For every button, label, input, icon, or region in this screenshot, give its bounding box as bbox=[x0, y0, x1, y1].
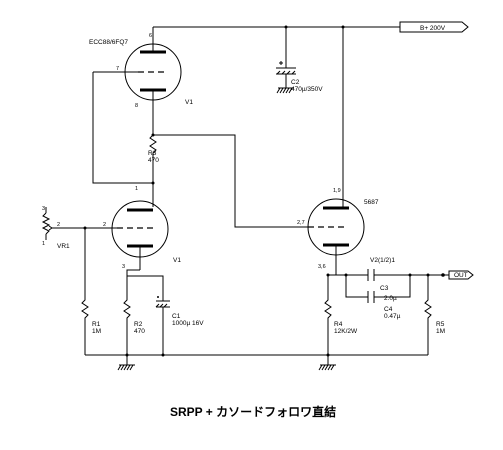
pin-label: 1 bbox=[42, 241, 45, 247]
r2-ref: R2 bbox=[134, 321, 143, 328]
tube-ref-label: V1 bbox=[173, 257, 181, 264]
r5-ref: R5 bbox=[436, 321, 445, 328]
pin-label: 1 bbox=[135, 186, 138, 192]
pin-label: 2,7 bbox=[297, 220, 305, 226]
c2-ref: C2 bbox=[291, 79, 300, 86]
output-label: OUT bbox=[454, 272, 468, 279]
pin-label: 3 bbox=[42, 206, 45, 212]
tube-v1-upper: ECC88/6FQ7 V1 6 7 8 bbox=[89, 27, 193, 135]
pin-label: 2 bbox=[57, 222, 60, 228]
diagram-title: SRPP + カソードフォロワ直結 bbox=[170, 404, 336, 419]
output-terminal: OUT bbox=[441, 270, 474, 280]
c3-value: 2.0µ bbox=[384, 295, 397, 302]
capacitor-c2: C2 470µ/350V bbox=[276, 27, 323, 94]
c1-ref: C1 bbox=[172, 313, 181, 320]
c2-value: 470µ/350V bbox=[291, 86, 323, 93]
pin-label: 2 bbox=[103, 222, 106, 228]
pin-label: 3 bbox=[122, 264, 125, 270]
vr1-ref: VR1 bbox=[57, 243, 70, 250]
pin-label: 7 bbox=[116, 66, 119, 72]
interstage-link bbox=[151, 133, 308, 228]
tube-type-label: 5687 bbox=[364, 199, 379, 206]
resistor-r1: R1 1M bbox=[81, 228, 101, 355]
resistor-r5: R5 1M bbox=[424, 273, 445, 355]
capacitor-c1: C1 1000µ 16V bbox=[127, 275, 204, 355]
resistor-r2: R2 470 bbox=[123, 269, 145, 355]
capacitor-c3-c4: C3 2.0µ C4 0.47µ bbox=[328, 269, 443, 320]
tube-type-label: ECC88/6FQ7 bbox=[89, 39, 128, 46]
resistor-r3: R3 470 bbox=[92, 72, 159, 185]
ground-bus-left bbox=[85, 353, 163, 371]
resistor-r4: R4 12K/2W bbox=[318, 273, 358, 371]
r4-ref: R4 bbox=[334, 321, 343, 328]
r1-value: 1M bbox=[92, 328, 101, 335]
r3-ref: R3 bbox=[148, 150, 157, 157]
r1-ref: R1 bbox=[92, 321, 101, 328]
r4-value: 12K/2W bbox=[334, 328, 358, 335]
pin-label: 6 bbox=[149, 33, 152, 39]
supply-label: B+ 200V bbox=[420, 25, 446, 32]
potentiometer-vr1: VR1 3 2 1 bbox=[41, 206, 117, 250]
r5-value: 1M bbox=[436, 328, 445, 335]
pin-label: 3,6 bbox=[318, 264, 326, 270]
c4-value: 0.47µ bbox=[384, 313, 401, 320]
c3-ref: C3 bbox=[380, 285, 389, 292]
tube-v1-lower: V1 1 2 3 bbox=[103, 183, 181, 270]
pin-label: 8 bbox=[135, 103, 138, 109]
r2-value: 470 bbox=[134, 328, 145, 335]
tube-v2: 5687 V2(1/2)1 1,9 2,7 3,6 bbox=[297, 27, 395, 276]
c4-ref: C4 bbox=[384, 306, 393, 313]
tube-ref-label: V1 bbox=[185, 99, 193, 106]
supply-rail: B+ 200V bbox=[153, 21, 469, 33]
r3-value: 470 bbox=[148, 157, 159, 164]
tube-ref-label: V2(1/2)1 bbox=[370, 257, 395, 264]
pin-label: 1,9 bbox=[333, 188, 341, 194]
ground-bus bbox=[161, 353, 428, 357]
c1-value: 1000µ 16V bbox=[172, 320, 204, 327]
